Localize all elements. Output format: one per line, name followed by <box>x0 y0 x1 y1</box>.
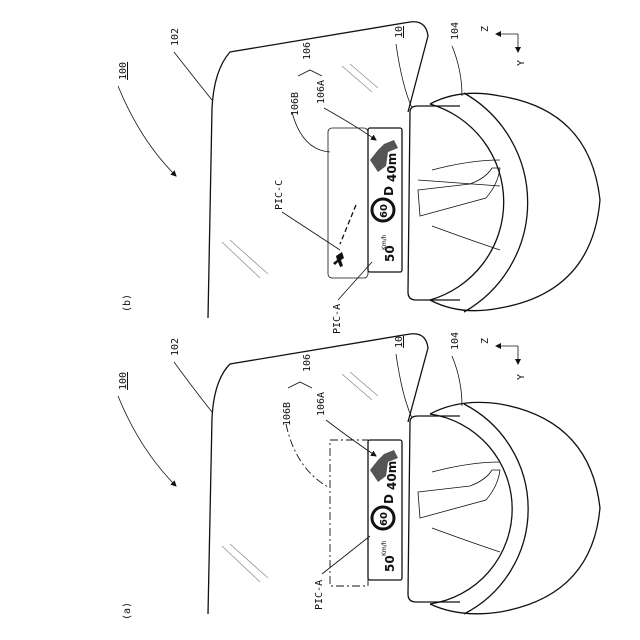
ref-dashboard-label: 10 <box>394 336 405 348</box>
pic-a-label: PIC-A <box>332 304 343 334</box>
ref-hud-a-label: 106A <box>316 392 327 416</box>
hud-limit: 60 <box>379 512 390 526</box>
hud-gear: D <box>382 186 396 196</box>
brace-106 <box>298 70 322 76</box>
leader-104 <box>452 356 462 406</box>
hud-speed: 50 <box>383 555 397 572</box>
hud-speed-unit: Km/h <box>381 540 388 556</box>
pedestrian-icon <box>333 252 344 267</box>
brace-106 <box>288 382 312 388</box>
pic-c-label: PIC-C <box>274 180 285 210</box>
leader-100 <box>118 86 176 176</box>
pic-c-content <box>333 205 356 267</box>
ref-hud-label: 106 <box>302 42 313 60</box>
leader-106b <box>292 112 330 152</box>
windshield-reflection <box>222 240 268 278</box>
ref-system-label: 100 <box>118 372 129 390</box>
pic-a-label: PIC-A <box>314 580 325 610</box>
steering-wheel <box>418 93 600 312</box>
leader-104 <box>452 46 462 96</box>
ref-wheel-label: 104 <box>450 22 461 40</box>
panel-a: 40m D 60 Km/h 50 100 102 106 106B 106A 1… <box>118 332 600 620</box>
ref-system-label: 100 <box>118 62 129 80</box>
hud-limit: 60 <box>379 204 390 218</box>
ref-windshield-label: 102 <box>170 28 181 46</box>
hud-area-106b <box>328 128 368 278</box>
ref-hud-b-label: 106B <box>290 92 301 116</box>
leader-pic-a <box>338 262 372 300</box>
leader-106b <box>286 424 330 488</box>
leader-102 <box>174 52 212 100</box>
ref-wheel-label: 104 <box>450 332 461 350</box>
svg-text:Y: Y <box>516 374 527 380</box>
panel-label: (b) <box>122 294 133 312</box>
steering-wheel <box>418 402 600 614</box>
ref-hud-label: 106 <box>302 354 313 372</box>
panel-label: (a) <box>122 602 133 620</box>
windshield-reflection <box>222 544 268 582</box>
hud-distance: 40m <box>385 461 399 490</box>
leader-10 <box>396 354 412 418</box>
leader-pic-c <box>282 212 340 250</box>
leader-pic-a <box>322 536 370 574</box>
svg-text:Z: Z <box>480 26 491 32</box>
leader-10 <box>396 44 412 108</box>
hud-speed: 50 <box>383 245 397 262</box>
svg-text:Y: Y <box>516 60 527 66</box>
panel-b: 40m D 60 Km/h 50 100 102 106 106B 106A 1… <box>118 22 600 334</box>
windshield-reflection <box>342 372 378 400</box>
leader-102 <box>174 362 212 412</box>
ref-dashboard-label: 10 <box>394 26 405 38</box>
axis-indicator: Z Y <box>480 338 527 380</box>
svg-text:Z: Z <box>480 338 491 344</box>
windshield-reflection <box>342 64 378 92</box>
leader-106a <box>326 420 376 456</box>
hud-area-106b <box>330 440 368 586</box>
ref-windshield-label: 102 <box>170 338 181 356</box>
dashboard <box>408 106 460 300</box>
ref-hud-a-label: 106A <box>316 80 327 104</box>
leader-100 <box>118 396 176 486</box>
hud-gear: D <box>382 494 396 504</box>
ref-hud-b-label: 106B <box>282 402 293 426</box>
hud-distance: 40m <box>385 153 399 182</box>
axis-indicator: Z Y <box>480 26 527 66</box>
